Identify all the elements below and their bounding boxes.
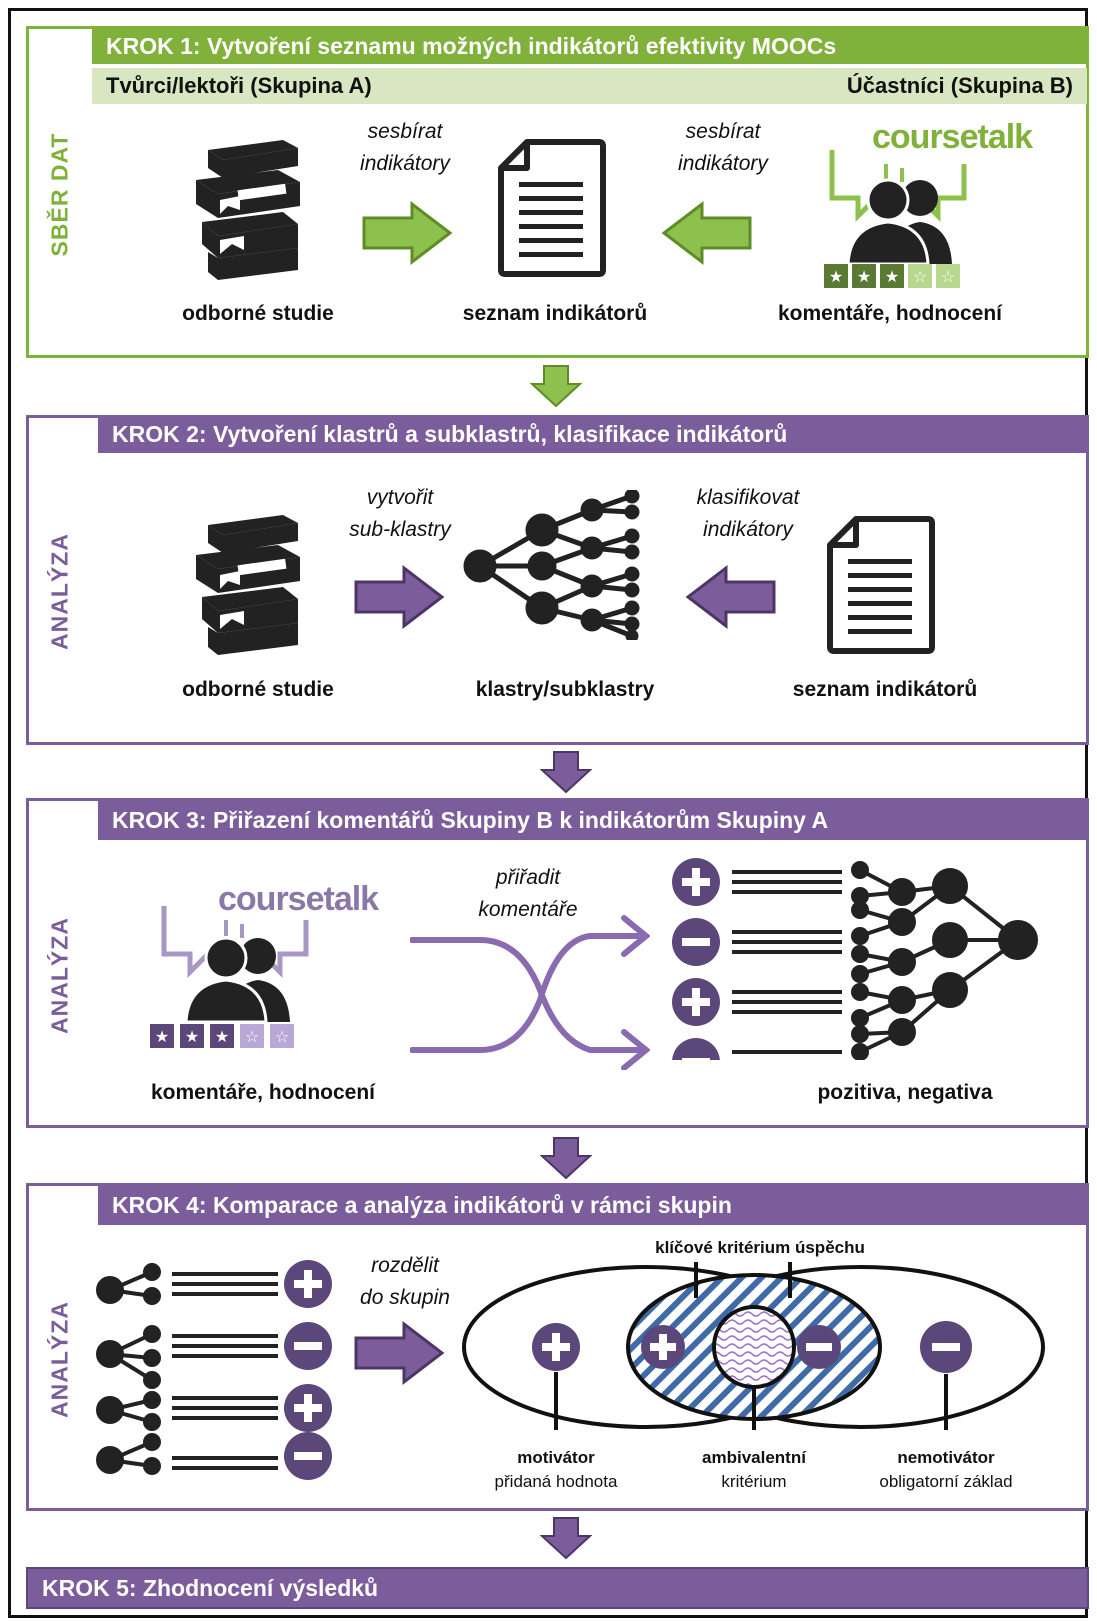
crossing-arrows-icon bbox=[410, 915, 650, 1070]
arrow-down-green-icon bbox=[530, 365, 582, 408]
svg-text:★: ★ bbox=[857, 267, 871, 286]
reviewers-icon: ★ ★ ★ ☆ ☆ bbox=[150, 906, 309, 1048]
step2-caption-left: odborné studie bbox=[182, 678, 334, 701]
coursetalk-logo: coursetalk bbox=[872, 118, 1033, 157]
step3-caption-right: pozitiva, negativa bbox=[817, 1081, 993, 1104]
verb-line: indikátory bbox=[360, 152, 450, 175]
arrow-right-purple-icon bbox=[354, 1320, 445, 1386]
nonmotivator-subtitle: obligatorní základ bbox=[879, 1472, 1013, 1491]
step3-title: KROK 3: Přiřazení komentářů Skupiny B k … bbox=[98, 800, 1087, 840]
step2-caption-center: klastry/subklastry bbox=[475, 678, 655, 701]
svg-text:★: ★ bbox=[885, 267, 899, 286]
verb-line: přiřadit bbox=[495, 866, 561, 889]
verb-line: sub-klastry bbox=[349, 518, 451, 541]
verb-line: vytvořit bbox=[366, 486, 434, 509]
arrow-down-purple-icon bbox=[540, 1137, 592, 1180]
step2-caption-right: seznam indikátorů bbox=[792, 678, 978, 701]
document-icon bbox=[497, 138, 607, 278]
document-icon bbox=[826, 515, 936, 655]
group-a-label: Tvůrci/lektoři (Skupina A) bbox=[106, 73, 372, 98]
step1-group-bar: Tvůrci/lektoři (Skupina A) Účastníci (Sk… bbox=[92, 68, 1087, 104]
step2-title: KROK 2: Vytvoření klastrů a subklastrů, … bbox=[98, 415, 1087, 453]
verb-line: sesbírat bbox=[685, 120, 761, 143]
step2-side-label: ANALÝZA bbox=[46, 533, 73, 650]
svg-text:★: ★ bbox=[155, 1027, 169, 1046]
arrow-left-purple-icon bbox=[685, 564, 776, 630]
step1-caption-left: odborné studie bbox=[182, 302, 334, 325]
ambivalent-subtitle: kritérium bbox=[721, 1472, 787, 1491]
arrow-right-purple-icon bbox=[354, 564, 445, 630]
verb-line: indikátory bbox=[678, 152, 768, 175]
verb-line: sesbírat bbox=[367, 120, 443, 143]
step1-verb-right: sesbírat indikátory bbox=[648, 116, 798, 180]
step3-side-label: ANALÝZA bbox=[46, 917, 73, 1034]
coursetalk-logo-text: coursetalk bbox=[872, 118, 1033, 156]
reviewers-icon: ★ ★ ★ ☆ ☆ bbox=[824, 150, 967, 288]
arrow-right-green-icon bbox=[362, 200, 453, 266]
svg-text:★: ★ bbox=[215, 1027, 229, 1046]
step5-title: KROK 5: Zhodnocení výsledků bbox=[26, 1567, 1089, 1609]
key-criterion-label: klíčové kritérium úspěchu bbox=[655, 1238, 865, 1257]
step4-side-label: ANALÝZA bbox=[46, 1301, 73, 1418]
svg-text:☆: ☆ bbox=[275, 1027, 289, 1046]
coursetalk-logo: coursetalk bbox=[218, 880, 379, 919]
verb-line: do skupin bbox=[360, 1286, 450, 1309]
cluster-tree-icon bbox=[463, 490, 640, 640]
step2-verb-left: vytvořit sub-klastry bbox=[320, 482, 480, 546]
verb-line: indikátory bbox=[703, 518, 793, 541]
verb-line: komentáře bbox=[478, 898, 578, 921]
step4-verb: rozdělit do skupin bbox=[340, 1250, 470, 1314]
motivator-subtitle: přidaná hodnota bbox=[494, 1472, 618, 1491]
books-icon bbox=[188, 140, 308, 280]
cluster-plus-minus-icon bbox=[96, 1260, 332, 1480]
svg-text:☆: ☆ bbox=[245, 1027, 259, 1046]
books-icon bbox=[188, 515, 308, 655]
step3-verb: přiřadit komentáře bbox=[448, 862, 608, 926]
svg-text:★: ★ bbox=[829, 267, 843, 286]
svg-text:☆: ☆ bbox=[913, 267, 927, 286]
step2-verb-right: klasifikovat indikátory bbox=[668, 482, 828, 546]
verb-line: rozdělit bbox=[371, 1254, 439, 1277]
venn-diagram bbox=[462, 1262, 1045, 1430]
step1-caption-right: komentáře, hodnocení bbox=[777, 302, 1003, 325]
group-b-label: Účastníci (Skupina B) bbox=[846, 73, 1073, 98]
arrow-down-purple-icon bbox=[540, 751, 592, 794]
step1-verb-left: sesbírat indikátory bbox=[330, 116, 480, 180]
step4-title: KROK 4: Komparace a analýza indikátorů v… bbox=[98, 1185, 1087, 1225]
verb-line: klasifikovat bbox=[696, 486, 800, 509]
coursetalk-logo-text: coursetalk bbox=[218, 880, 379, 918]
motivator-title: motivátor bbox=[517, 1448, 595, 1467]
svg-text:★: ★ bbox=[185, 1027, 199, 1046]
arrow-left-green-icon bbox=[661, 200, 752, 266]
arrow-down-purple-icon bbox=[540, 1517, 592, 1560]
ambivalent-title: ambivalentní bbox=[702, 1448, 806, 1467]
step1-caption-center: seznam indikátorů bbox=[462, 302, 648, 325]
svg-text:☆: ☆ bbox=[941, 267, 955, 286]
step1-side-label: SBĚR DAT bbox=[46, 132, 73, 257]
step1-title: KROK 1: Vytvoření seznamu možných indiká… bbox=[92, 28, 1087, 64]
step3-caption-left: komentáře, hodnocení bbox=[150, 1081, 376, 1104]
plus-minus-cluster-icon bbox=[672, 858, 1038, 1060]
nonmotivator-title: nemotivátor bbox=[897, 1448, 995, 1467]
